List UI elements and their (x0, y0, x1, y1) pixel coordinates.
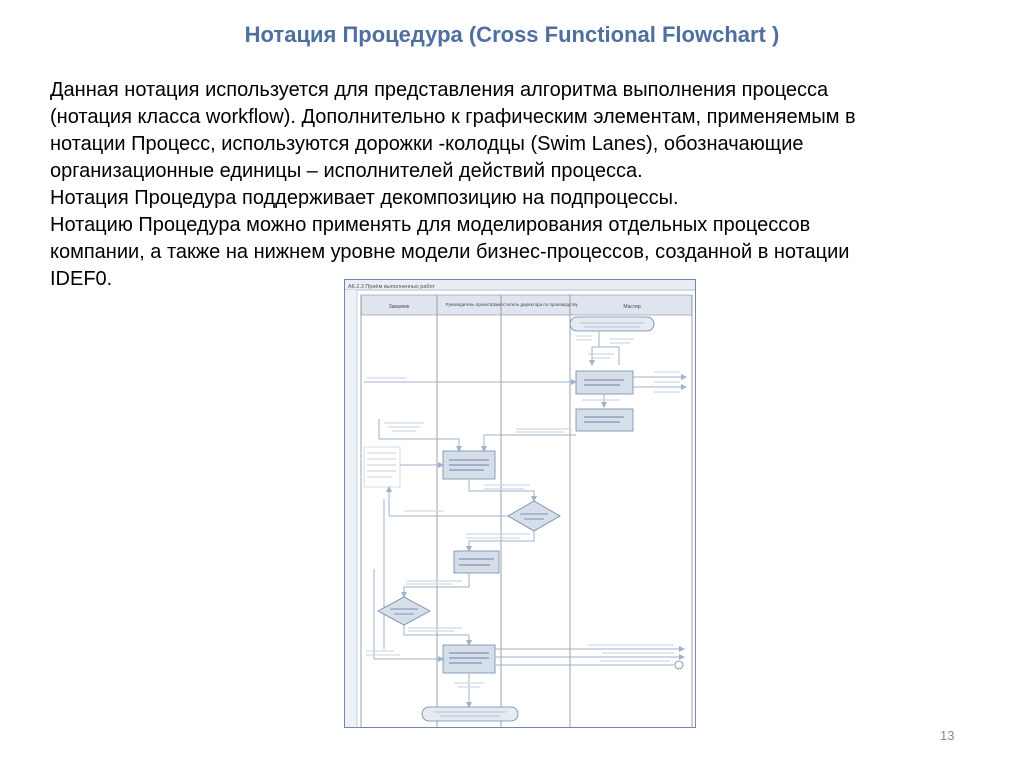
start-terminator (569, 316, 655, 332)
paragraph-line: IDEF0. (50, 268, 113, 290)
diagram-left-strip (345, 290, 357, 727)
diagram-header-bar (345, 280, 695, 290)
paragraph-line: (нотация класса workflow). Дополнительно… (50, 106, 856, 128)
paragraph-line: нотации Процесс, используются дорожки -к… (50, 133, 804, 155)
swimlane-flowchart: А6.2.3 Приём выполненных работ Заказчик … (344, 279, 696, 728)
diagram-header-title: А6.2.3 Приём выполненных работ (348, 284, 435, 290)
body-text: Данная нотация используется для представ… (50, 77, 1000, 293)
lane-header-foreman: Мастер (623, 304, 641, 310)
paragraph-line: Данная нотация используется для представ… (50, 79, 829, 101)
note-block (363, 446, 401, 488)
lane-header-customer: Заказчик (389, 304, 410, 310)
connector-circle (674, 660, 684, 670)
slide-title: Нотация Процедура (Cross Functional Flow… (244, 22, 780, 47)
paragraph-line: Нотацию Процедура можно применять для мо… (50, 214, 811, 236)
page-number: 13 (940, 728, 955, 743)
paragraph-line: компании, а также на нижнем уровне модел… (50, 241, 850, 263)
process-box (442, 644, 496, 674)
process-box (575, 370, 634, 395)
lane-header-deputy-director: Заместитель директора по производству (492, 302, 578, 307)
end-terminator (421, 706, 519, 722)
process-box (575, 408, 634, 432)
paragraph-line: Нотация Процедура поддерживает декомпози… (50, 187, 679, 209)
paragraph-line: организационные единицы – исполнителей д… (50, 160, 643, 182)
diagram-frame (344, 279, 696, 728)
process-box (453, 550, 500, 574)
lane-header-project-manager: Руководитель проекта (446, 302, 493, 307)
